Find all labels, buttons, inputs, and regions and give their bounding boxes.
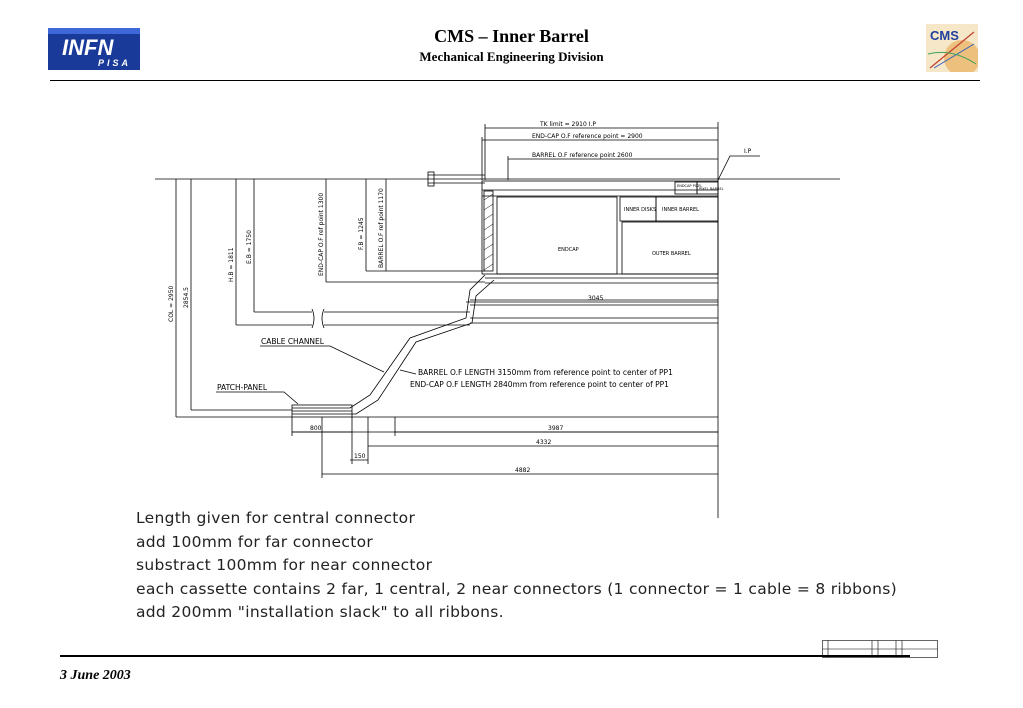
fb-dim-label: F.B = 1245	[358, 217, 365, 250]
page-title: CMS – Inner Barrel	[434, 26, 589, 46]
dim-4332-label: 4332	[536, 439, 551, 446]
logo-cms-text: CMS	[930, 28, 959, 43]
inner-disks-label: INNER DISKS	[624, 207, 656, 213]
header-divider	[50, 80, 980, 81]
footer-divider	[60, 655, 910, 657]
pixel-barrel-label: PIXEL BARREL	[699, 187, 724, 191]
cable-channel-label: CABLE CHANNEL	[261, 337, 325, 346]
cable-length-notes: Length given for central connector add 1…	[136, 507, 897, 625]
endcap-ref-label: END-CAP O.F reference point = 2900	[532, 133, 643, 140]
page-subtitle: Mechanical Engineering Division	[419, 49, 604, 64]
col2-dim-label: 2854.5	[183, 287, 190, 308]
patch-panel-label: PATCH-PANEL	[217, 383, 268, 392]
dim-3045-label: 3045	[588, 295, 603, 302]
note-line: each cassette contains 2 far, 1 central,…	[136, 579, 897, 598]
endcap-label: ENDCAP	[558, 247, 579, 253]
dim-4882-label: 4882	[515, 467, 530, 474]
cms-logo: CMS	[926, 24, 978, 72]
ip-label: I.P	[744, 148, 752, 155]
footer-date: 3 June 2003	[60, 668, 131, 683]
note-line: add 100mm for far connector	[136, 532, 374, 551]
note-line: add 200mm "installation slack" to all ri…	[136, 603, 504, 621]
barrel-ref-label: BARREL O.F reference point 2600	[532, 152, 633, 159]
hb-dim-label: H.B = 1811	[228, 247, 235, 282]
pixel-endcap-label: ENDCAP PIXEL	[677, 184, 702, 188]
logo-pisa-text: PISA	[98, 58, 131, 68]
endcap-length-label: END-CAP O.F LENGTH 2840mm from reference…	[410, 380, 669, 389]
logo-infn-text: INFN	[62, 35, 114, 60]
tk-limit-label: TK limit = 2910 I.P	[539, 121, 596, 128]
barrel-length-label: BARREL O.F LENGTH 3150mm from reference …	[418, 368, 673, 377]
dim-150-label: 150	[354, 453, 366, 460]
dim-800-label: 800	[310, 425, 322, 432]
inner-barrel-label: INNER BARREL	[662, 207, 699, 213]
note-line: substract 100mm for near connector	[136, 556, 433, 574]
note-line: Length given for central connector	[136, 509, 416, 527]
eb-dim-label: E.B = 1750	[246, 230, 253, 264]
endcap-of-dim-label: END-CAP O.F ref point 1300	[318, 193, 325, 276]
barrel-of-dim-label: BARREL O.F ref point 1170	[378, 188, 385, 268]
infn-pisa-logo: INFN PISA	[48, 28, 140, 70]
drawing-title-block	[822, 640, 938, 658]
col-dim-label: COL = 2950	[168, 285, 175, 322]
dim-3987-label: 3987	[548, 425, 563, 432]
outer-barrel-label: OUTER BARREL	[652, 251, 691, 257]
